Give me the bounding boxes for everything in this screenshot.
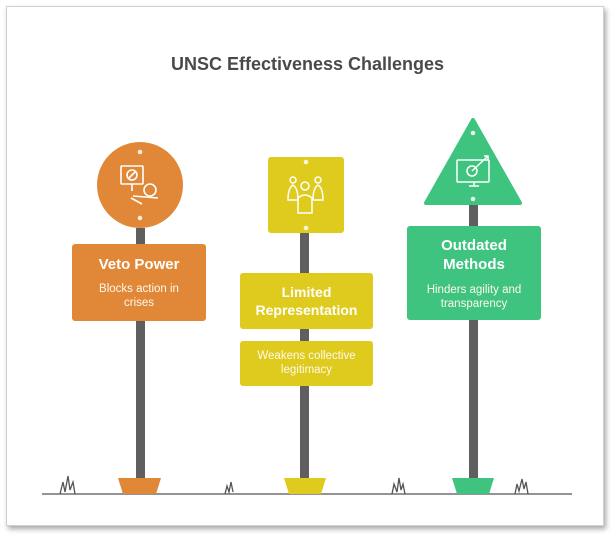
sign-board-limited-representation: Limited Representation bbox=[240, 273, 373, 329]
sign-board-outdated-methods: Outdated Methods Hinders agility and tra… bbox=[407, 226, 541, 320]
methods-triangle-sign bbox=[424, 118, 522, 205]
base-veto bbox=[118, 478, 161, 494]
sign-description: Weakens collective legitimacy bbox=[257, 350, 356, 376]
base-methods bbox=[452, 478, 494, 494]
sign-heading: Veto Power bbox=[98, 256, 180, 273]
pole-methods bbox=[469, 200, 478, 480]
sign-description: Blocks action in crises bbox=[99, 283, 179, 309]
sign-board-representation-description: Weakens collective legitimacy bbox=[240, 341, 373, 386]
base-representation bbox=[284, 478, 326, 494]
veto-blocked-icon bbox=[120, 165, 159, 205]
monitor-target-icon bbox=[456, 155, 490, 187]
group-people-icon bbox=[287, 176, 324, 214]
sign-board-veto-power: Veto Power Blocks action in crises bbox=[72, 244, 206, 321]
veto-circle-sign bbox=[97, 142, 183, 228]
sign-heading: Limited Representation bbox=[255, 284, 358, 318]
bolt-dots bbox=[137, 130, 476, 231]
sign-heading: Outdated Methods bbox=[441, 237, 507, 273]
diagram-title: UNSC Effectiveness Challenges bbox=[170, 54, 445, 74]
sign-description: Hinders agility and transparency bbox=[426, 284, 522, 310]
pole-veto bbox=[136, 228, 145, 480]
